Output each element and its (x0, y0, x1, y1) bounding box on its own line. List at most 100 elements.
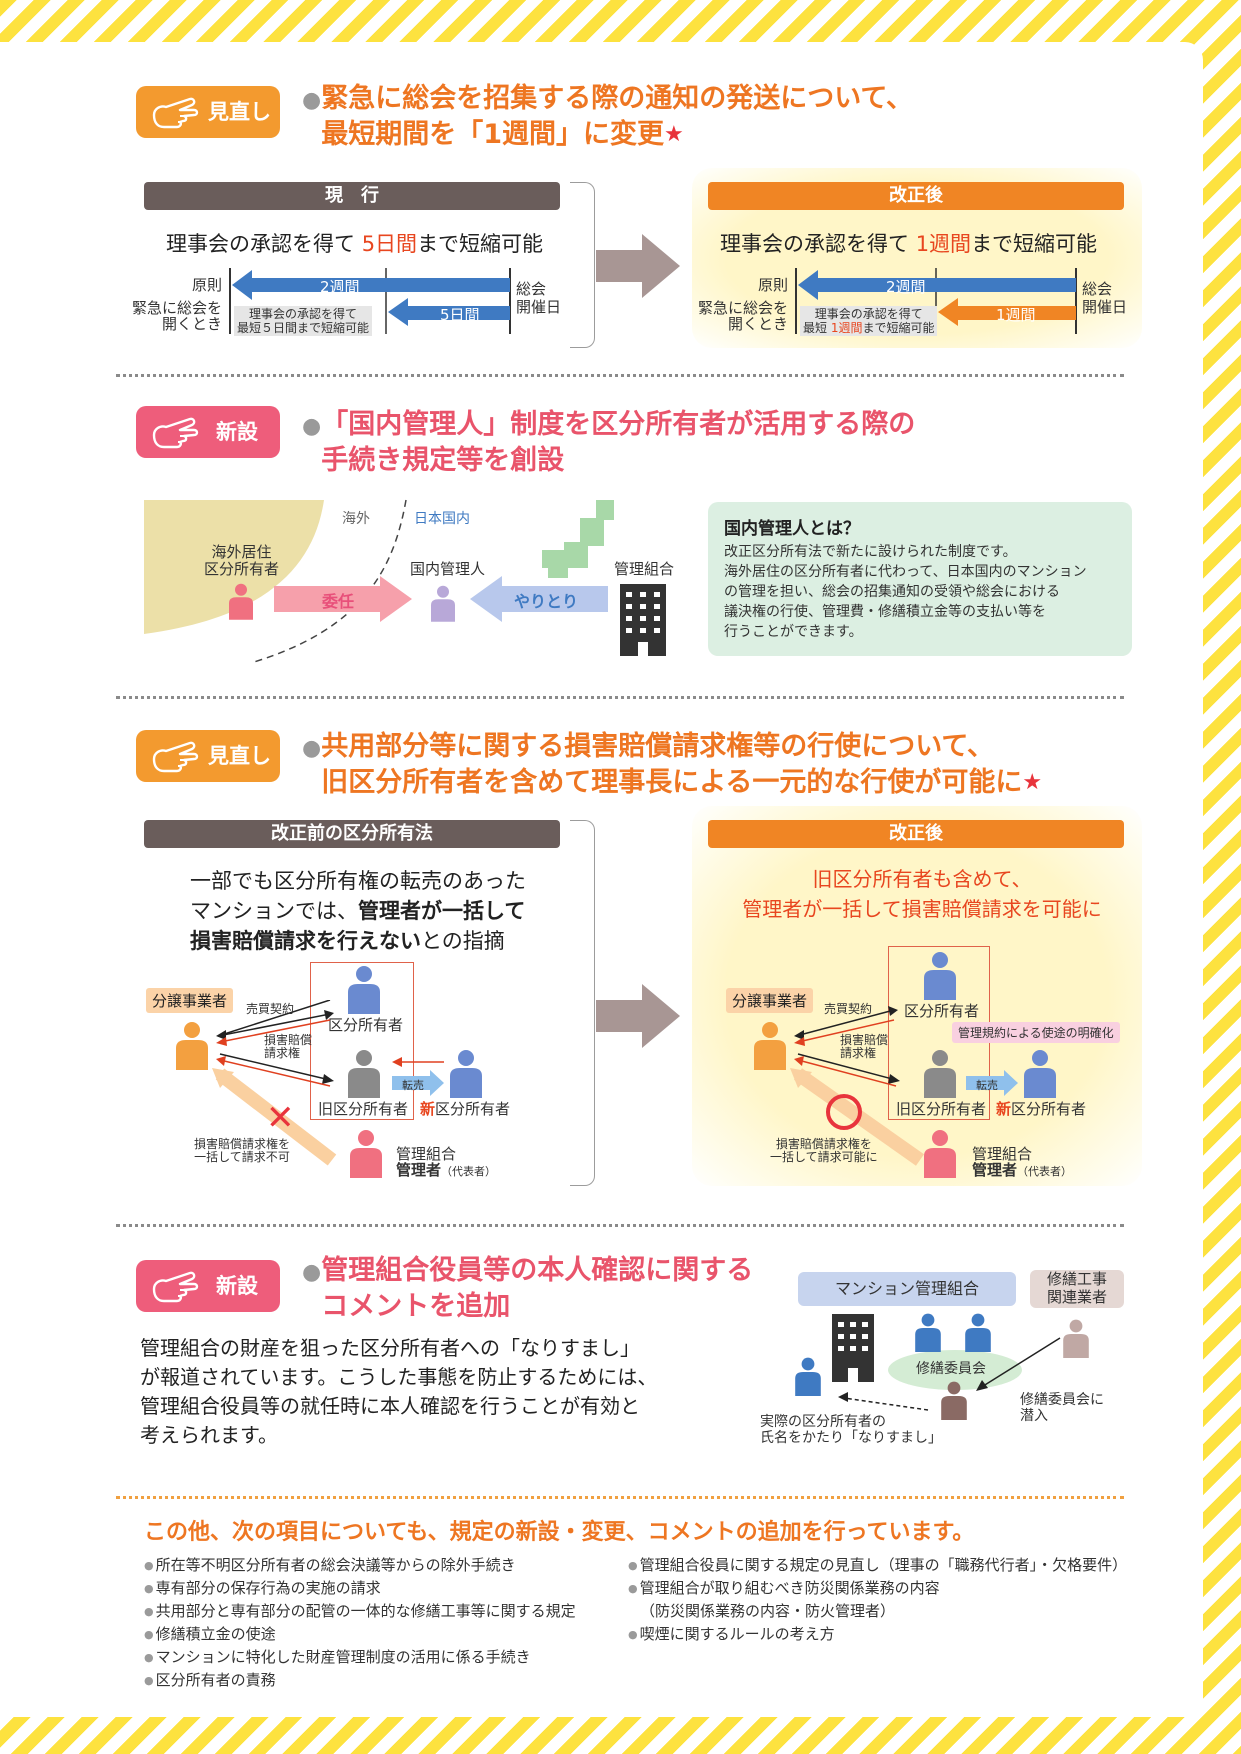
japan-map-icon (542, 500, 614, 578)
revised-arrow2-label: 1週間 (996, 306, 1036, 324)
building-icon (832, 1314, 874, 1382)
before-note: 損害賠償請求権を一括して請求不可 (194, 1137, 291, 1164)
list-item: 喫煙に関するルールの考え方 (628, 1623, 1127, 1646)
section2-title: ●「国内管理人」制度を区分所有者が活用する際の ●手続き規定等を創設 (302, 409, 916, 476)
after-new-owner-label: 新区分所有者 (996, 1100, 1087, 1118)
two-week-arrow (798, 270, 1076, 300)
revised-meeting-label: 総会開催日 (1082, 280, 1128, 316)
revised-label-emergency: 緊急に総会を開くとき (698, 299, 789, 333)
list-item: マンションに特化した財産管理制度の活用に係る手続き (144, 1646, 576, 1669)
tag-new: 新設 (136, 1260, 280, 1312)
revised-arrow1-label: 2週間 (886, 278, 926, 296)
list-item: 区分所有者の責務 (144, 1669, 576, 1692)
section4-title: ●管理組合役員等の本人確認に関する ●コメントを追加 (302, 1255, 754, 1322)
list-item: 管理組合役員に関する規定の見直し（理事の「職務代行者」・欠格要件） (628, 1554, 1128, 1577)
list-item: 共用部分と専有部分の配管の一体的な修繕工事等に関する規定 (144, 1600, 576, 1623)
after-manager-label: 管理組合管理者（代表者） (972, 1145, 1073, 1179)
before-resale-label: 転売 (402, 1079, 424, 1092)
after-claim-label: 損害賠償請求権 (840, 1033, 889, 1060)
current-caption: 理事会の承認を得て 5日間まで短縮可能 (166, 232, 544, 256)
circle-ok-icon (826, 1094, 862, 1130)
before-text: 一部でも区分所有権の転売のあった マンションでは、管理者が一括して 損害賠償請求… (190, 869, 526, 953)
tag-review: 見直し (136, 86, 280, 138)
right-arrow-icon (596, 984, 680, 1048)
current-note: 理事会の承認を得て最短５日間まで短縮可能 (234, 306, 373, 336)
current-arrow2-label: 5日間 (440, 306, 480, 324)
pointing-hand-icon (150, 1269, 204, 1305)
divider (116, 1224, 1124, 1227)
building-icon (620, 584, 666, 656)
list-item-continuation: （防災関係業務の内容・防火管理者） (640, 1602, 896, 1620)
label-domestic-manager: 国内管理人 (410, 560, 486, 578)
before-owners-box (310, 962, 414, 1120)
list-item: 所在等不明区分所有者の総会決議等からの除外手続き (144, 1554, 576, 1577)
domestic-manager-icon (428, 584, 458, 622)
after-rules-note: 管理規約による使途の明確化 (952, 1022, 1120, 1043)
tag-new: 新設 (136, 406, 280, 458)
before-sale-contract: 売買契約 (246, 1002, 295, 1016)
committee-label: 修繕委員会 (916, 1361, 986, 1377)
others-list-right: 管理組合役員に関する規定の見直し（理事の「職務代行者」・欠格要件） 管理組合が取… (628, 1554, 1128, 1646)
label-exchange: やりとり (514, 592, 579, 611)
after-text: 旧区分所有者も含めて、 管理者が一括して損害賠償請求を可能に (742, 867, 1102, 921)
domestic-manager-info-box (708, 502, 1132, 656)
others-list-left: 所在等不明区分所有者の総会決議等からの除外手続き 専有部分の保存行為の実施の請求… (144, 1554, 576, 1692)
current-arrow1-label: 2週間 (320, 278, 360, 296)
current-label-principle: 原則 (192, 276, 223, 294)
section1-title: ●緊急に総会を招集する際の通知の発送について、 ●最短期間を「1週間」に変更★ (302, 83, 914, 150)
section4-body: 管理組合の財産を狙った区分所有者への「なりすまし」 が報道されています。こうした… (140, 1336, 658, 1447)
assoc-label-box: マンション管理組合 (798, 1272, 1016, 1306)
before-claim-label: 損害賠償請求権 (264, 1033, 313, 1060)
pointing-hand-icon (150, 415, 204, 451)
overseas-region (144, 500, 324, 634)
before-relation-arrows (212, 1000, 444, 1166)
revised-note: 理事会の承認を得て最短 1週間まで短縮可能 (800, 306, 938, 336)
list-item: 管理組合が取り組むべき防災関係業務の内容 (628, 1577, 1127, 1600)
label-delegate: 委任 (322, 592, 355, 611)
before-developer-label: 分譲事業者 (146, 988, 234, 1013)
delegate-arrow (274, 576, 412, 622)
owner-icon (920, 950, 960, 1000)
label-overseas: 海外 (342, 511, 370, 527)
info-box-text: 改正区分所有法で新たに設けられた制度です。 海外居住の区分所有者に代わって、日本… (724, 544, 1087, 640)
before-manager-label: 管理組合管理者（代表者） (396, 1145, 497, 1179)
current-meeting-label: 総会開催日 (516, 280, 562, 316)
contractor-label-box: 修繕工事関連業者 (1030, 1270, 1124, 1308)
impersonation-arrows (838, 1337, 1061, 1411)
after-old-owner-label: 旧区分所有者 (896, 1100, 987, 1118)
star-icon: ★ (1022, 770, 1043, 795)
two-week-arrow (232, 270, 510, 300)
impersonate-label: 実際の区分所有者の氏名をかたり「なりすまし」 (760, 1414, 942, 1446)
real-owner-icon (792, 1356, 824, 1396)
divider (116, 696, 1124, 699)
list-item: 修繕積立金の使途 (144, 1623, 576, 1646)
after-owner-label: 区分所有者 (904, 1002, 980, 1020)
divider (116, 1496, 1124, 1499)
manager-icon (920, 1128, 960, 1178)
before-old-owner-label: 旧区分所有者 (318, 1100, 409, 1118)
before-owner-label: 区分所有者 (328, 1016, 404, 1034)
developer-icon (172, 1020, 212, 1070)
after-relation-arrows (790, 1006, 1018, 1166)
exchange-arrow (470, 576, 608, 622)
label-overseas-owner: 海外居住区分所有者 (204, 543, 280, 578)
manager-icon (346, 1128, 386, 1178)
before-header: 改正前の区分所有法 (144, 820, 560, 848)
developer-icon (750, 1020, 790, 1070)
label-domestic: 日本国内 (414, 511, 470, 527)
current-label-emergency: 緊急に総会を開くとき (132, 299, 223, 333)
info-box-title: 国内管理人とは？ (724, 519, 860, 539)
one-week-arrow (938, 298, 1076, 326)
revised-caption: 理事会の承認を得て 1週間まで短縮可能 (720, 232, 1098, 256)
star-icon: ★ (664, 122, 684, 147)
cross-icon: ✕ (266, 1098, 295, 1138)
right-arrow-icon (596, 234, 680, 298)
after-resale-label: 転売 (976, 1079, 998, 1092)
revised-label-principle: 原則 (758, 276, 789, 294)
overseas-owner-icon (226, 582, 256, 620)
current-header: 現 行 (144, 182, 560, 210)
after-header: 改正後 (708, 820, 1124, 848)
list-item: 専有部分の保存行為の実施の請求 (144, 1577, 576, 1600)
after-sale-contract: 売買契約 (824, 1002, 873, 1016)
others-title: この他、次の項目についても、規定の新設・変更、コメントの追加を行っています。 (144, 1520, 975, 1545)
